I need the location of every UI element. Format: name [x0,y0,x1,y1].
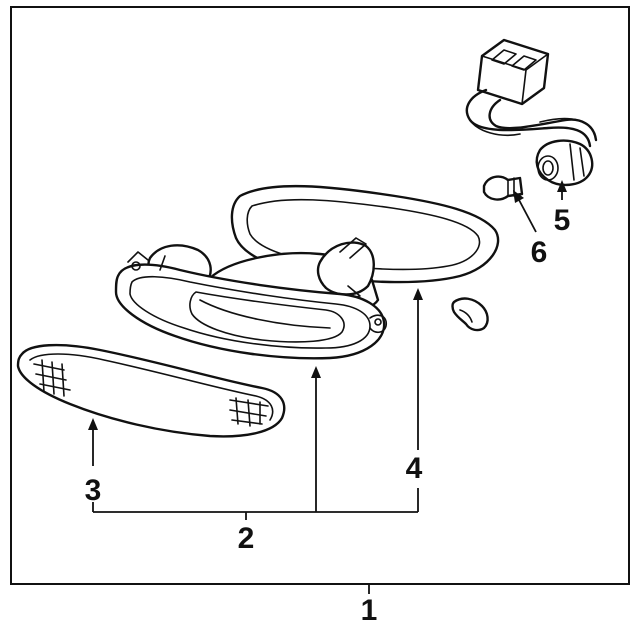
clip-drawing [451,297,489,332]
lens-drawing [16,343,286,438]
callout-3: 3 [85,474,102,507]
callout-6: 6 [531,236,548,269]
bulb-drawing [482,175,524,201]
housing-drawing [114,237,388,360]
diagram-frame [10,6,630,585]
leader-lines [88,180,567,594]
callout-2: 2 [238,522,255,555]
callout-1: 1 [361,594,378,627]
callout-5: 5 [554,204,571,237]
callout-4: 4 [406,452,423,485]
socket-harness-drawing [465,38,598,187]
